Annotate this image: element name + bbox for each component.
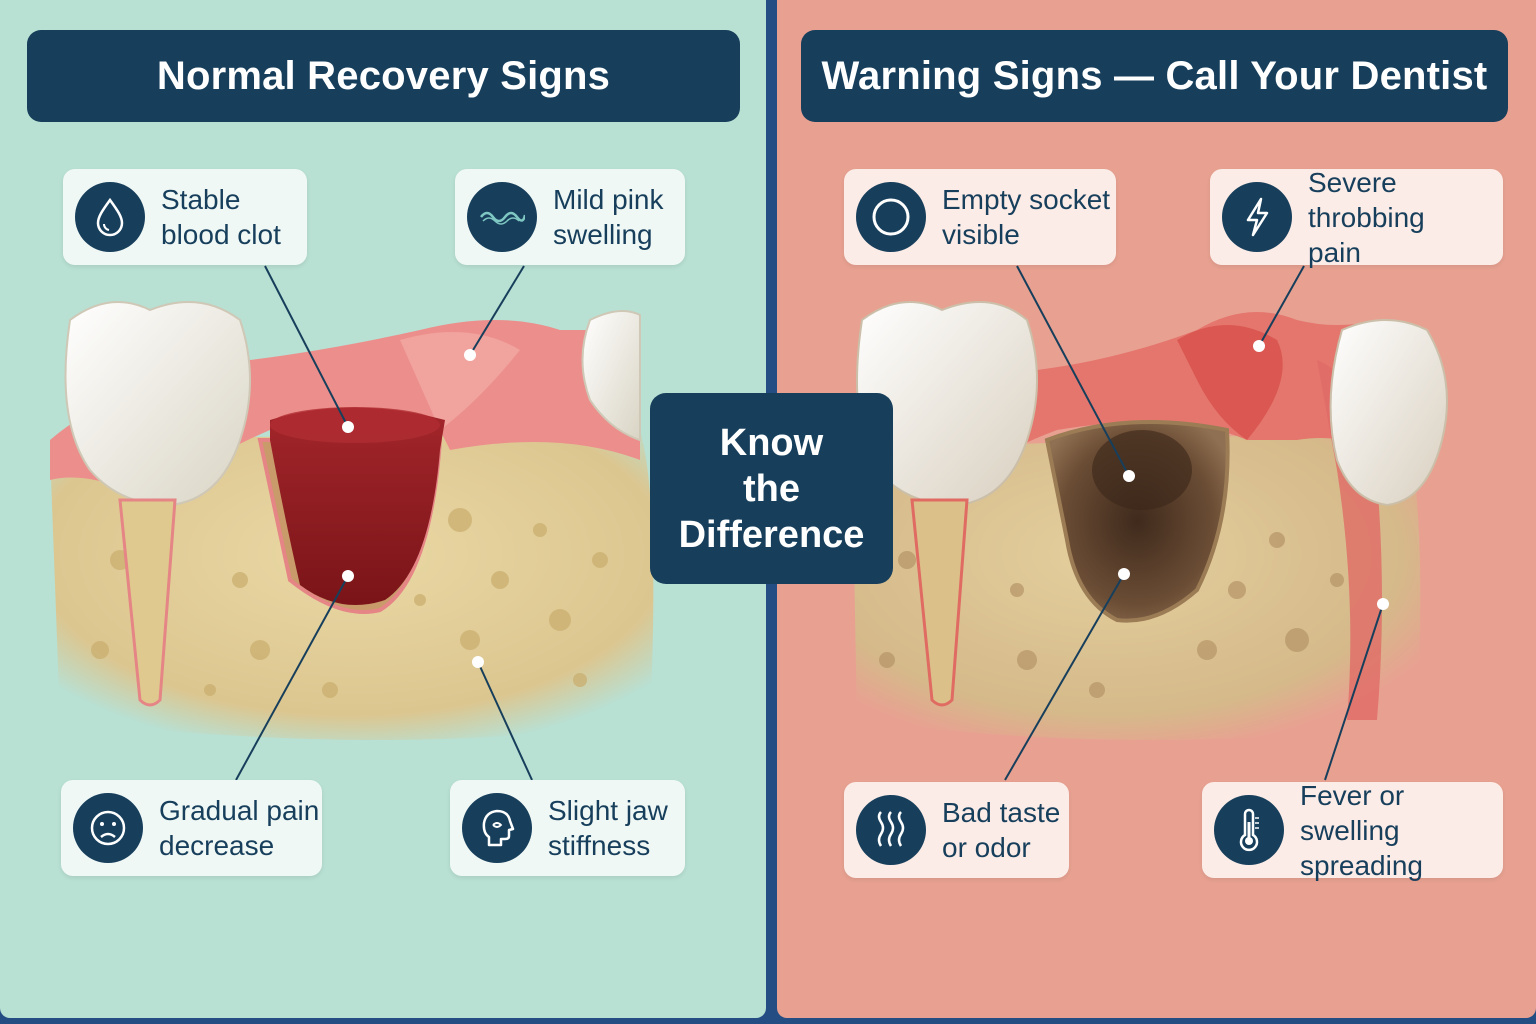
callout-stable-blood-clot: Stable blood clot [63, 169, 307, 265]
lightning-icon [1222, 182, 1292, 252]
callout-label: Empty socket visible [942, 184, 1111, 250]
normal-recovery-panel: Normal Recovery Signs Stable blood clot … [0, 0, 766, 1018]
healthy-tooth [64, 301, 251, 507]
odor-icon [856, 795, 926, 865]
healthy-socket-illustration [50, 265, 654, 781]
sad-face-icon [73, 793, 143, 863]
callout-bad-taste-or-odor: Bad taste or odor [844, 782, 1069, 878]
know-the-difference-badge: Know the Difference [650, 393, 893, 584]
circle-icon [856, 182, 926, 252]
droplet-icon [75, 182, 145, 252]
bone-pores [91, 508, 608, 698]
dry-socket-illustration [852, 265, 1448, 781]
head-profile-icon [462, 793, 532, 863]
callout-slight-jaw-stiffness: Slight jaw stiffness [450, 780, 685, 876]
callout-label: Slight jaw stiffness [548, 795, 668, 861]
callout-label: Gradual pain decrease [159, 795, 320, 861]
blood-clot [270, 407, 445, 605]
callout-mild-pink-swelling: Mild pink swelling [455, 169, 685, 265]
callout-fever-or-swelling-spreading: Fever or swelling spreading [1202, 780, 1503, 881]
normal-recovery-title: Normal Recovery Signs [27, 30, 740, 122]
callout-empty-socket-visible: Empty socket visible [844, 169, 1116, 265]
callout-label: Fever or swelling spreading [1300, 779, 1423, 881]
warning-signs-panel: Warning Signs — Call Your Dentist Empty … [777, 0, 1536, 1018]
thermometer-icon [1214, 795, 1284, 865]
callout-severe-throbbing-pain: Severe throbbing pain [1210, 167, 1503, 268]
callout-gradual-pain-decrease: Gradual pain decrease [61, 780, 322, 876]
wave-icon [467, 182, 537, 252]
callout-label: Stable blood clot [161, 184, 281, 250]
callout-label: Bad taste or odor [942, 797, 1061, 863]
warning-signs-title: Warning Signs — Call Your Dentist [801, 30, 1508, 122]
callout-label: Mild pink swelling [553, 184, 664, 250]
callout-label: Severe throbbing pain [1308, 166, 1425, 268]
